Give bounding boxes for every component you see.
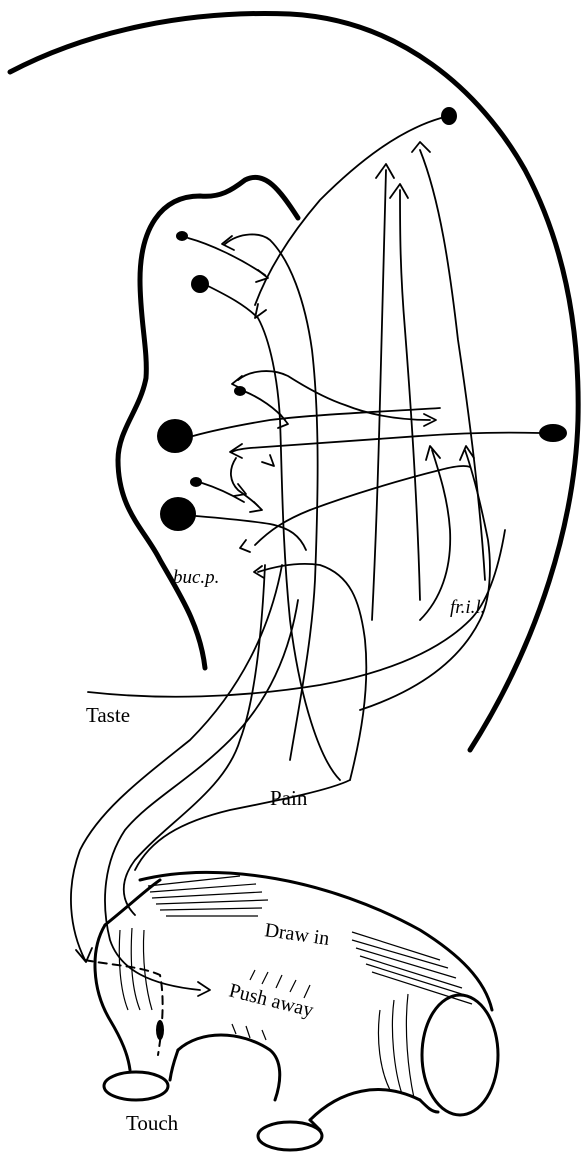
- neuron-cell-lobe-4: [190, 477, 202, 487]
- arm-end-cap: [422, 995, 498, 1115]
- neuron-cell-lobe-large-1: [157, 419, 193, 453]
- label-pain: Pain: [270, 786, 308, 810]
- neuron-cell-top-right: [441, 107, 457, 125]
- label-push-away: Push away: [227, 980, 316, 1022]
- label-fr-i-l: fr.i.l.: [450, 597, 485, 618]
- outer-brain-outline: [10, 13, 578, 750]
- foot-left: [104, 1072, 168, 1100]
- label-taste: Taste: [86, 703, 130, 727]
- neuron-cell-lobe-1: [176, 231, 188, 241]
- label-buc-p: buc.p.: [173, 567, 219, 588]
- label-touch: Touch: [126, 1111, 179, 1135]
- neuron-cell-lobe-2: [191, 275, 209, 293]
- inner-lobe-outline: [118, 177, 298, 668]
- neuron-cell-right: [539, 424, 567, 442]
- neuron-cells: [157, 107, 567, 531]
- foot-right: [258, 1122, 322, 1150]
- neuron-cell-lobe-large-2: [160, 497, 196, 531]
- label-draw-in: Draw in: [263, 919, 330, 950]
